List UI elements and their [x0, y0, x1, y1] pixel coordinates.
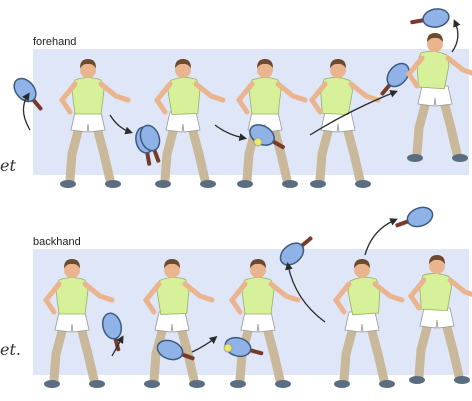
racket-head	[405, 204, 436, 230]
forehand-ball	[254, 138, 262, 146]
right-shoe	[355, 180, 371, 188]
right-shoe	[275, 380, 291, 388]
left-shoe	[155, 180, 171, 188]
left-shoe	[334, 380, 350, 388]
left-shoe	[237, 180, 253, 188]
left-shoe	[44, 380, 60, 388]
right-shoe	[89, 380, 105, 388]
backhand-racket-frame-5	[392, 204, 435, 234]
left-shoe	[310, 180, 326, 188]
right-shoe	[454, 376, 470, 384]
right-shoe	[282, 180, 298, 188]
backhand-ball	[224, 344, 232, 352]
right-shoe	[189, 380, 205, 388]
left-shoe	[60, 180, 76, 188]
left-shoe	[407, 154, 423, 162]
right-shoe	[200, 180, 216, 188]
left-shoe	[144, 380, 160, 388]
forehand-racket-frame-5	[409, 7, 451, 31]
right-shoe	[379, 380, 395, 388]
racket-head	[422, 7, 451, 29]
left-shoe	[230, 380, 246, 388]
forehand-swing-arrow-5	[452, 22, 458, 52]
left-shoe	[409, 376, 425, 384]
right-shoe	[452, 154, 468, 162]
right-shoe	[105, 180, 121, 188]
